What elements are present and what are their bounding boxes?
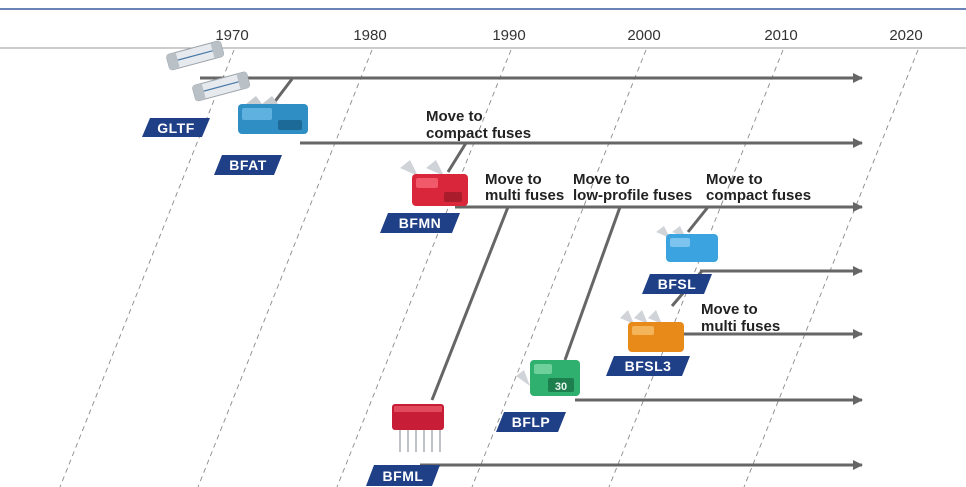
badge-bfsl3-label: BFSL3 [625,358,672,374]
note-5-line-2: multi fuses [701,318,780,335]
badge-bfat-label: BFAT [229,157,267,173]
badge-bfsl-label: BFSL [658,276,697,292]
guide-line-1980 [197,49,373,487]
note-5-line-1: Move to [701,301,758,318]
guide-line-2020 [743,49,919,487]
note-bfat-to-bfmn: Move to compact fuses [426,108,531,142]
badge-bflp: BFLP [496,412,566,432]
fuse-bfsl-image [656,226,718,262]
guide-line-1990 [336,49,512,487]
badge-bfsl: BFSL [642,274,712,294]
connector-bfmn-to-bflp [563,206,622,361]
note-bfmn-to-bfml: Move to multi fuses [485,171,564,204]
badge-bfmn-label: BFMN [399,215,441,231]
badge-bfml-label: BFML [383,468,424,484]
connector-bfmn-to-bfml [430,206,510,401]
note-4-line-1: Move to [706,171,763,188]
fuse-bflp-image: 30 [516,360,580,396]
guide-line-2000 [471,49,647,487]
fuse-bfml-image [392,404,444,452]
year-axis: 1970 1980 1990 2000 2010 2020 [215,27,922,44]
note-3-line-2: low-profile fuses [573,187,692,204]
note-bfmn-to-bflp: Move to low-profile fuses [573,171,692,204]
fuse-bfsl3-image [620,310,684,352]
connector-bfat-to-bfmn [446,142,468,173]
note-4-line-2: compact fuses [706,187,811,204]
connector-bfmn-to-bfsl [686,206,710,233]
guide-line-2010 [608,49,784,487]
transition-notes: Move to compact fuses Move to multi fuse… [426,108,811,335]
note-2-line-1: Move to [485,171,542,188]
year-label-1980: 1980 [353,27,386,44]
badge-bfsl3: BFSL3 [606,356,690,376]
year-guides [59,49,919,487]
year-label-2010: 2010 [764,27,797,44]
year-label-2000: 2000 [627,27,660,44]
timeline-arrows [200,73,863,470]
note-bfmn-to-bfsl: Move to compact fuses [706,171,811,204]
note-bfsl-to-bfsl3: Move to multi fuses [701,301,780,335]
badge-bfat: BFAT [214,155,282,175]
badge-gltf: GLTF [142,118,210,137]
note-1-line-1: Move to [426,108,483,125]
note-1-line-2: compact fuses [426,125,531,142]
badge-bfmn: BFMN [380,213,460,233]
fuse-bflp-rating: 30 [555,381,567,393]
note-2-line-2: multi fuses [485,187,564,204]
fuse-bfat-image [238,96,308,134]
fuse-bfmn-image [400,160,468,206]
guide-line-1970 [59,49,235,487]
badge-bflp-label: BFLP [512,414,551,430]
year-label-2020: 2020 [889,27,922,44]
year-label-1970: 1970 [215,27,248,44]
fuse-gltf-image [166,40,251,102]
note-3-line-1: Move to [573,171,630,188]
badge-gltf-label: GLTF [157,120,195,136]
badge-bfml: BFML [366,465,440,486]
fuse-badges: GLTF BFAT BFMN BFSL BFSL3 BFLP BFML [142,118,712,486]
year-label-1990: 1990 [492,27,525,44]
